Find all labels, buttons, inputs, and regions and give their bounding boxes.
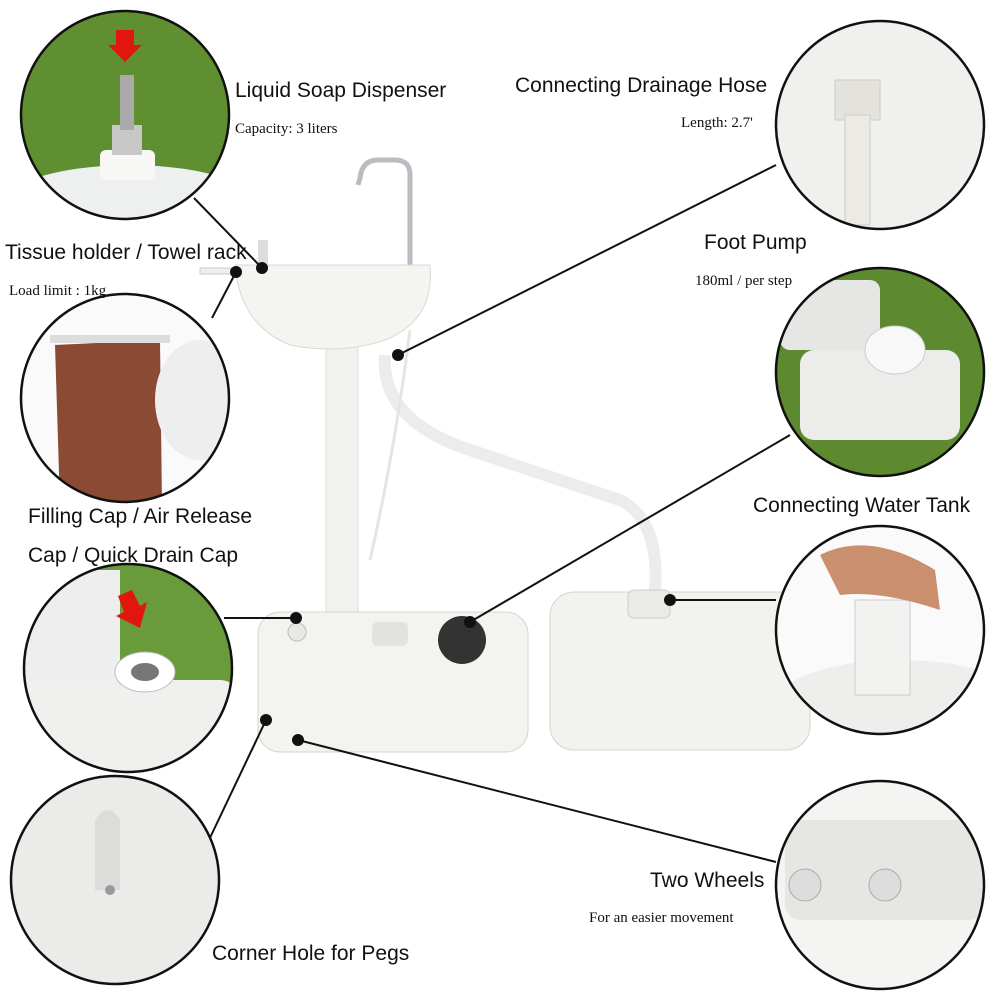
soap-detail-photo (21, 11, 229, 219)
wheels-title: Two Wheels (650, 869, 765, 892)
filling-cap-detail-photo (24, 564, 232, 772)
corner-title: Corner Hole for Pegs (212, 942, 410, 965)
pump-detail: 180ml / per step (695, 273, 793, 289)
sink-product (199, 157, 811, 753)
towel-detail-photo (21, 294, 229, 502)
water-tank-detail-photo (776, 526, 984, 734)
tank-title: Connecting Water Tank (753, 494, 971, 517)
wheels-detail-photo (776, 781, 984, 989)
drain-detail: Length: 2.7' (681, 115, 753, 131)
drain-title: Connecting Drainage Hose (515, 74, 768, 97)
foot-pump-detail-photo (776, 268, 984, 476)
leader-lines (193, 164, 791, 863)
callout-circles (9, 9, 986, 991)
soap-detail: Capacity: 3 liters (235, 121, 338, 137)
wheels-detail: For an easier movement (589, 910, 734, 926)
towel-title: Tissue holder / Towel rack (5, 241, 247, 264)
drainage-hose-detail-photo (776, 21, 984, 229)
soap-title: Liquid Soap Dispenser (235, 79, 447, 102)
pump-title: Foot Pump (704, 231, 807, 254)
towel-detail: Load limit : 1kg (9, 283, 107, 299)
filling-title-line1: Filling Cap / Air Release (28, 505, 253, 528)
filling-title-line2: Cap / Quick Drain Cap (28, 544, 239, 567)
corner-hole-detail-photo (11, 776, 219, 984)
